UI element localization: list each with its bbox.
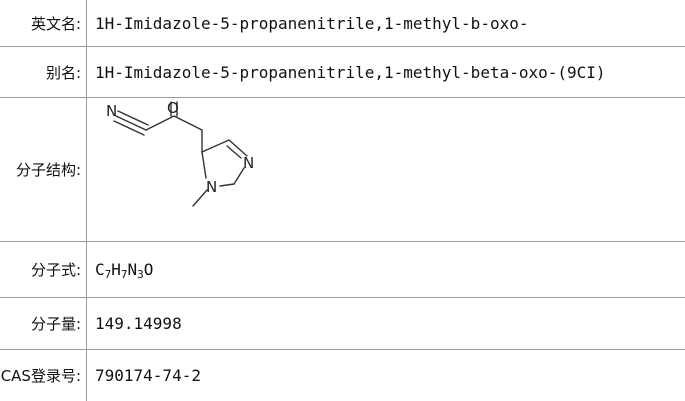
formula-element-h: H: [111, 260, 121, 279]
carbonyl-o-atom: O: [167, 100, 179, 117]
english-name-label: 英文名:: [0, 0, 87, 47]
alias-value: 1H-Imidazole-5-propanenitrile,1-methyl-b…: [86, 46, 685, 98]
row-english-name: 英文名: 1H-Imidazole-5-propanenitrile,1-met…: [0, 0, 685, 47]
formula-element-c: C: [95, 260, 105, 279]
formula-count-n: 3: [137, 268, 144, 281]
cas-number-value: 790174-74-2: [86, 349, 685, 401]
row-alias: 别名: 1H-Imidazole-5-propanenitrile,1-meth…: [0, 46, 685, 98]
ring-n1-atom: N: [206, 178, 217, 196]
formula-count-h: 7: [120, 268, 128, 281]
row-cas-number: CAS登录号: 790174-74-2: [0, 349, 685, 401]
row-structure: 分子结构:: [0, 97, 685, 242]
ring-n3-atom: N: [243, 154, 254, 172]
structure-cell: N O N N: [86, 97, 685, 242]
molecular-weight-value: 149.14998: [86, 297, 685, 350]
formula-value: C7H7N3O: [86, 241, 685, 298]
molecular-weight-label: 分子量:: [0, 297, 87, 350]
row-formula: 分子式: C7H7N3O: [0, 241, 685, 298]
formula-element-o: O: [143, 260, 154, 279]
formula-element-n: N: [127, 260, 138, 279]
nitrile-n-atom: N: [106, 102, 117, 120]
formula-count-c: 7: [104, 268, 112, 281]
row-molecular-weight: 分子量: 149.14998: [0, 297, 685, 350]
english-name-value: 1H-Imidazole-5-propanenitrile,1-methyl-b…: [86, 0, 685, 47]
molecule-structure-diagram: N O N N: [106, 100, 254, 207]
structure-label: 分子结构:: [0, 97, 87, 242]
alias-label: 别名:: [0, 46, 87, 98]
formula-label: 分子式:: [0, 241, 87, 298]
cas-number-label: CAS登录号:: [0, 349, 87, 401]
